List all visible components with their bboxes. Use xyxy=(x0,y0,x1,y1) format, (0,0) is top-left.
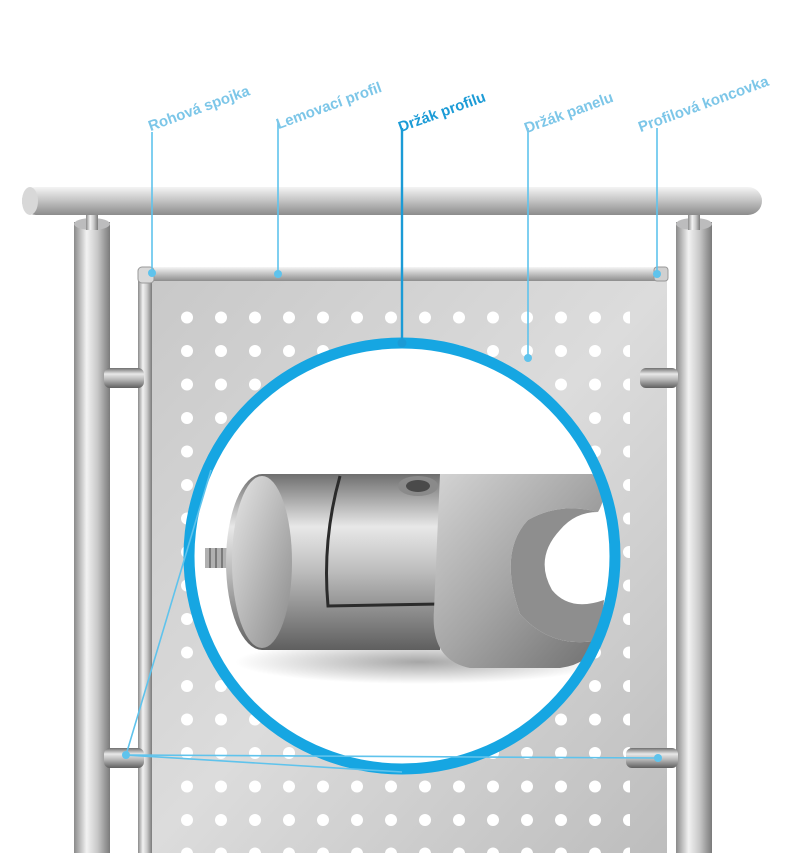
dot-corner xyxy=(148,269,156,277)
dot-clamp-right xyxy=(654,754,662,762)
dot-clamp-left xyxy=(122,751,130,759)
handrail-end-left xyxy=(22,187,38,215)
clamp-left-top xyxy=(104,368,144,388)
edge-profile-left xyxy=(138,270,152,853)
dot-edge xyxy=(274,270,282,278)
dot-panel xyxy=(524,354,532,362)
leader-detail-a xyxy=(125,469,212,756)
leader-detail-b xyxy=(125,754,659,759)
right-post xyxy=(676,222,712,853)
clamp-right-top xyxy=(640,368,678,388)
dot-end xyxy=(653,270,661,278)
profile-holder-detail xyxy=(205,474,605,684)
left-post xyxy=(74,222,110,853)
handrail xyxy=(22,187,762,215)
edge-profile-top xyxy=(140,267,667,281)
dot-holder xyxy=(397,338,407,348)
leader-detail-c xyxy=(125,754,403,773)
